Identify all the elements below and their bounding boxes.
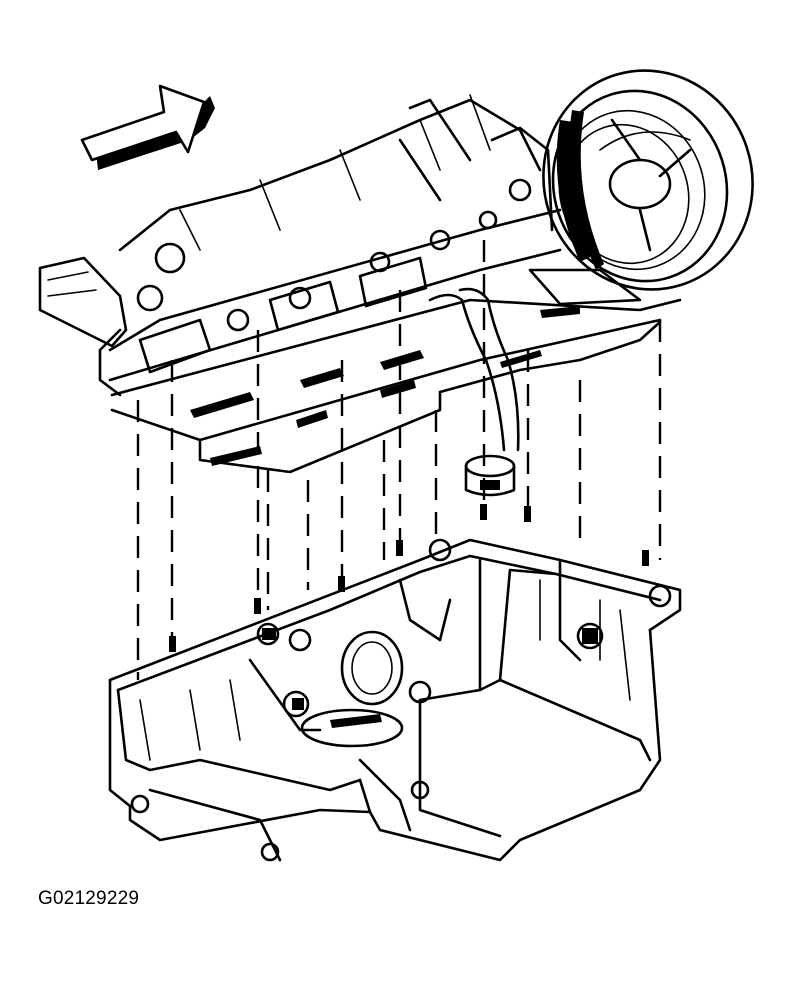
arrow-right-icon — [80, 84, 215, 170]
pan-bolts — [169, 504, 649, 652]
figure-id-label: G02129229 — [38, 888, 140, 909]
bolt-alignment-lines — [136, 240, 662, 680]
oil-pan — [108, 538, 682, 862]
crankshaft-pulley — [542, 69, 754, 291]
oil-pickup-tube — [428, 287, 520, 497]
engine-block — [38, 94, 682, 474]
